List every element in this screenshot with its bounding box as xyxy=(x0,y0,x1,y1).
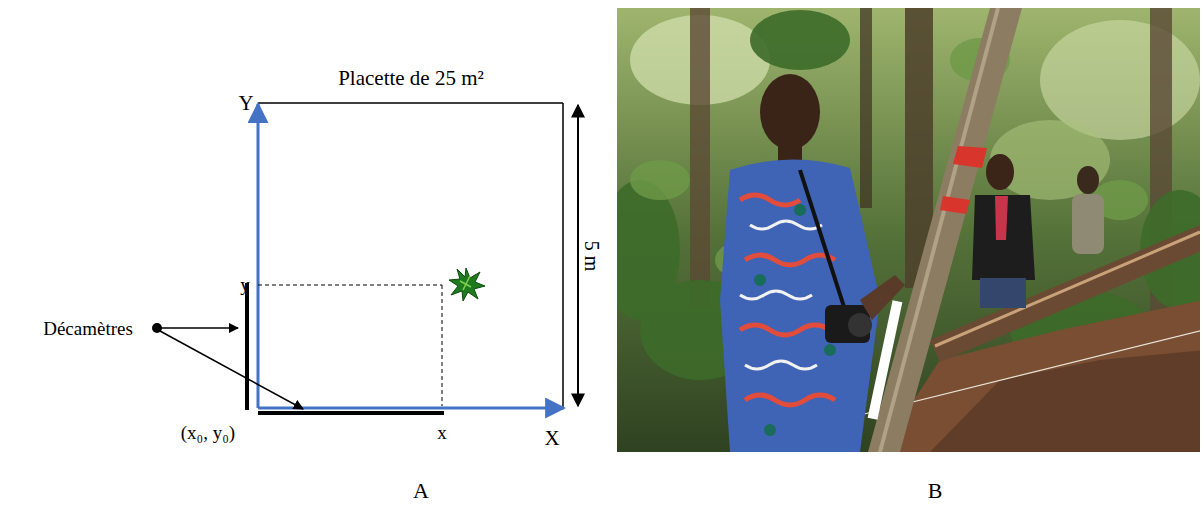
guide-line xyxy=(258,285,442,286)
plot-title: Placette de 25 m² xyxy=(338,67,484,90)
leader-arrow xyxy=(160,327,238,329)
dimension-arrow xyxy=(577,105,579,406)
plant-symbol xyxy=(449,268,485,301)
axis-label: X xyxy=(544,427,559,450)
guide-line xyxy=(442,285,443,406)
plot-border xyxy=(562,103,564,408)
tape-measure xyxy=(245,283,249,410)
panel-letter: B xyxy=(928,479,943,503)
panel-letter: A xyxy=(413,479,429,503)
tape-measure xyxy=(258,411,444,415)
origin-label: (x₀, y₀) xyxy=(181,423,235,444)
tape-label: Décamètres xyxy=(43,319,133,340)
axis-label: Y xyxy=(238,92,253,115)
plot-border xyxy=(258,102,563,104)
coordinate-label: x xyxy=(437,423,447,444)
y-axis xyxy=(257,104,260,408)
coordinate-label: y xyxy=(240,275,250,296)
x-axis xyxy=(258,407,564,410)
dimension-label: 5 m xyxy=(581,241,603,272)
leader-arrow xyxy=(160,331,303,409)
